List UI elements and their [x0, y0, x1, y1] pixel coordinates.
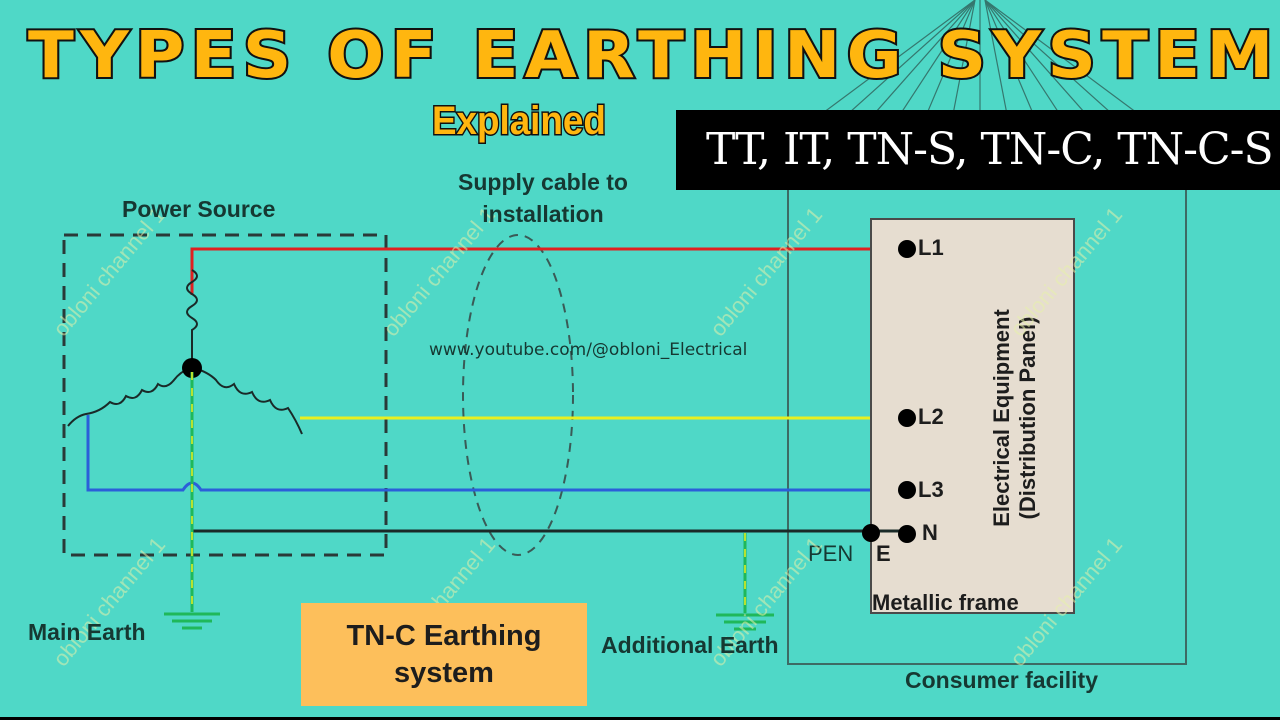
equipment-label-line2: (Distribution Panel): [1015, 316, 1040, 520]
consumer-facility-label: Consumer facility: [905, 667, 1098, 693]
l3-terminal: [898, 481, 916, 499]
supply-cable-ellipse: [462, 234, 574, 556]
caption-line1: TN-C Earthing: [346, 619, 542, 652]
power-source-box: [62, 233, 388, 557]
terminal-n-label: N: [922, 520, 938, 545]
n-terminal: [898, 525, 916, 543]
equipment-label-line1: Electrical Equipment: [989, 309, 1014, 527]
power-source-label: Power Source: [122, 196, 276, 222]
systems-banner: TT, IT, TN-S, TN-C, TN-C-S: [676, 110, 1280, 190]
supply-cable-label-line2: installation: [482, 201, 604, 227]
equipment-label: Electrical Equipment (Distribution Panel…: [989, 309, 1041, 527]
subtitle: Explained: [431, 98, 608, 145]
additional-earth-label: Additional Earth: [601, 632, 779, 658]
caption-line2: system: [394, 656, 494, 689]
supply-cable-label: Supply cable to installation: [446, 166, 640, 230]
earth-terminal-label: E: [876, 541, 891, 566]
terminal-l2-label: L2: [918, 404, 944, 429]
system-caption-box: TN-C Earthing system: [301, 603, 587, 706]
pen-junction: [862, 524, 880, 542]
page-title: Types of earthing systems: [26, 17, 1280, 95]
tower-lines-decoration: [799, 0, 1161, 131]
supply-cable-label-line1: Supply cable to: [458, 169, 628, 195]
terminal-l1-label: L1: [918, 235, 944, 260]
l1-terminal: [898, 240, 916, 258]
main-earth-symbol: [164, 612, 220, 630]
l2-terminal: [898, 409, 916, 427]
terminal-l3-label: L3: [918, 477, 944, 502]
metallic-frame-label: Metallic frame: [872, 590, 1019, 615]
channel-url: www.youtube.com/@obloni_Electrical: [429, 340, 748, 360]
pen-label: PEN: [808, 541, 854, 566]
main-earth-label: Main Earth: [28, 619, 146, 645]
additional-earth-symbol: [716, 613, 774, 631]
